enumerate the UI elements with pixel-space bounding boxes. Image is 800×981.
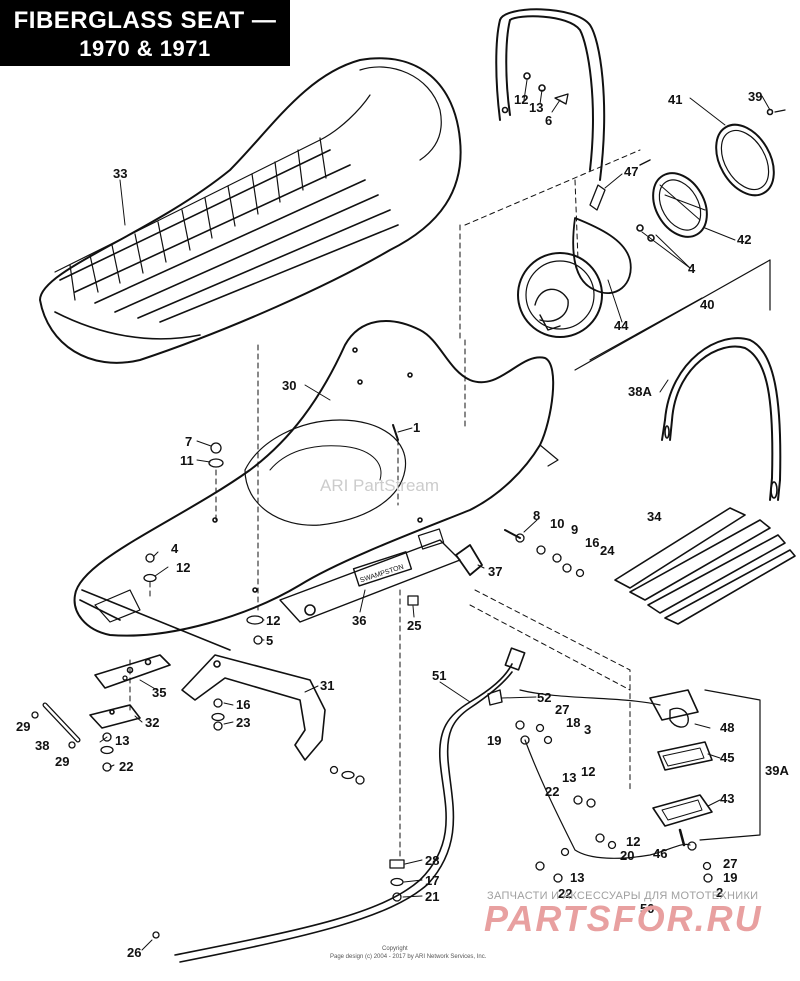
- switch-housing: [649, 689, 713, 847]
- callout-1: 1: [413, 420, 420, 435]
- callout-29b: 29: [55, 754, 69, 769]
- grab-rail-top: [495, 8, 606, 181]
- callout-38A: 38A: [628, 384, 652, 399]
- callout-12b: 12: [176, 560, 190, 575]
- callout-11: 11: [180, 453, 194, 468]
- callout-10: 10: [550, 516, 564, 531]
- callout-36: 36: [352, 613, 366, 628]
- brand-logo-text: PARTSFOR.RU: [484, 898, 763, 939]
- callout-21: 21: [425, 889, 439, 904]
- callout-13d: 13: [570, 870, 584, 885]
- callout-9: 9: [571, 522, 578, 537]
- callout-18: 18: [566, 715, 580, 730]
- callout-31: 31: [320, 678, 334, 693]
- hardware-fasteners: [31, 424, 713, 939]
- copyright-line2: Page design (c) 2004 - 2017 by ARI Netwo…: [330, 954, 487, 960]
- callout-23: 23: [236, 715, 250, 730]
- callout-19: 19: [487, 733, 501, 748]
- callout-12: 12: [514, 92, 528, 107]
- callout-7: 7: [185, 434, 192, 449]
- callout-24: 24: [600, 543, 615, 558]
- callout-2: 2: [716, 885, 723, 900]
- strip-34: [614, 507, 796, 625]
- callout-8: 8: [533, 508, 540, 523]
- callout-51: 51: [432, 668, 446, 683]
- callout-34: 34: [647, 509, 662, 524]
- callout-42: 42: [737, 232, 751, 247]
- callout-6: 6: [545, 113, 552, 128]
- callout-44: 44: [614, 318, 629, 333]
- bracket-31: [181, 654, 326, 761]
- callout-40: 40: [700, 297, 714, 312]
- callout-32: 32: [145, 715, 159, 730]
- callout-25: 25: [407, 618, 421, 633]
- callout-16b: 16: [236, 697, 250, 712]
- callout-leaders: [99, 79, 771, 951]
- callout-13c: 13: [562, 770, 576, 785]
- diagram-title-box: FIBERGLASS SEAT — 1970 & 1971: [0, 0, 290, 66]
- callout-5: 5: [266, 633, 273, 648]
- headlight-assembly-40: [517, 108, 786, 338]
- callout-12c: 12: [266, 613, 280, 628]
- callout-16: 16: [585, 535, 599, 550]
- callout-48: 48: [720, 720, 734, 735]
- callout-37: 37: [488, 564, 502, 579]
- callout-22c: 22: [558, 886, 572, 901]
- callout-3: 3: [584, 722, 591, 737]
- callout-20: 20: [620, 848, 634, 863]
- callout-39: 39: [748, 89, 762, 104]
- seat-pan-30: [73, 320, 559, 651]
- cable-assembly: [174, 647, 691, 963]
- callout-4: 4: [688, 261, 696, 276]
- callout-30: 30: [282, 378, 296, 393]
- callout-19b: 19: [723, 870, 737, 885]
- brand-subtitle: ЗАПЧАСТИ И АКСЕССУАРЫ ДЛЯ МОТОТЕХНИКИ: [487, 890, 759, 902]
- callout-52: 52: [537, 690, 551, 705]
- copyright-line1: Copyright: [382, 946, 408, 952]
- bracket-35: [94, 654, 171, 689]
- callout-17: 17: [425, 873, 439, 888]
- group-brackets: [574, 259, 771, 841]
- callout-4b: 4: [171, 541, 179, 556]
- callout-22: 22: [119, 759, 133, 774]
- callout-13b: 13: [115, 733, 129, 748]
- callout-27b: 27: [723, 856, 737, 871]
- callout-41: 41: [668, 92, 682, 107]
- callout-27: 27: [555, 702, 569, 717]
- callout-38: 38: [35, 738, 49, 753]
- diagram-title-line2: 1970 & 1971: [79, 36, 211, 61]
- callout-13: 13: [529, 100, 543, 115]
- callout-labels: 12 13 6 41 39 33 47 42 4 40 44 38A 30 1 …: [16, 89, 789, 960]
- alignment-leaders: [129, 149, 641, 861]
- callout-39A: 39A: [765, 763, 789, 778]
- callout-12d: 12: [581, 764, 595, 779]
- callout-22b: 22: [545, 784, 559, 799]
- callout-45: 45: [720, 750, 734, 765]
- seat-cushion-33: [39, 57, 462, 364]
- callout-33: 33: [113, 166, 127, 181]
- callout-35: 35: [152, 685, 166, 700]
- callout-43: 43: [720, 791, 734, 806]
- callout-12e: 12: [626, 834, 640, 849]
- watermark-text: ARI PartStream: [320, 476, 440, 495]
- bracket-32: [42, 702, 141, 743]
- diagram-title-line1: FIBERGLASS SEAT —: [13, 7, 277, 34]
- callout-50: 50: [640, 901, 654, 916]
- bracket-38A: [661, 337, 782, 501]
- callout-29: 29: [16, 719, 30, 734]
- callout-46: 46: [653, 846, 667, 861]
- callout-26: 26: [127, 945, 141, 960]
- callout-47: 47: [624, 164, 638, 179]
- callout-28: 28: [425, 853, 439, 868]
